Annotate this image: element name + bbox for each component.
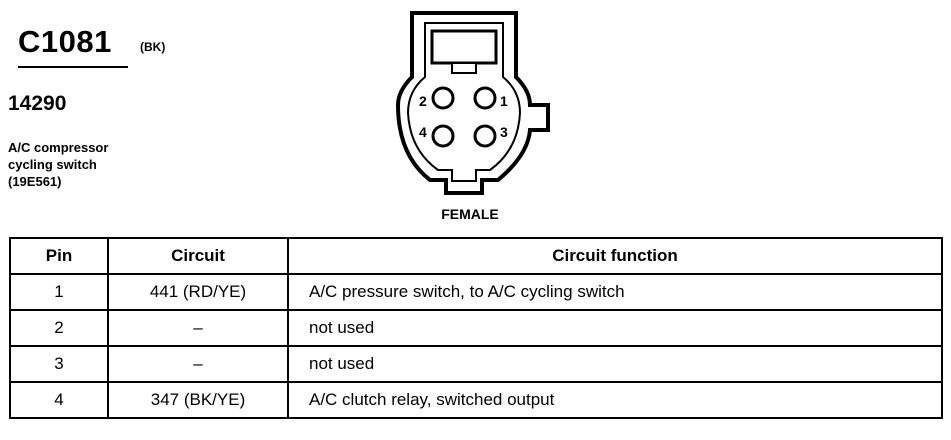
table-row: 3 – not used [9, 345, 943, 383]
pin-label-1: 1 [500, 93, 508, 109]
pin-label-4: 4 [419, 124, 427, 140]
table-row: 4 347 (BK/YE) A/C clutch relay, switched… [9, 381, 943, 419]
connector-id: C1081 [18, 24, 112, 59]
function-cell: A/C pressure switch, to A/C cycling swit… [287, 273, 943, 311]
pin-label-2: 2 [419, 93, 427, 109]
connector-housing-outline [395, 11, 550, 195]
pin-cell: 3 [9, 345, 109, 383]
description-line: A/C compressor [8, 140, 109, 155]
part-number: 14290 [8, 92, 67, 115]
circuit-cell: – [107, 345, 289, 383]
circuit-cell: 347 (BK/YE) [107, 381, 289, 419]
connector-color: (BK) [140, 40, 166, 54]
table-row: 2 – not used [9, 309, 943, 347]
function-cell: not used [287, 345, 943, 383]
connector-id-underline [18, 66, 128, 68]
function-cell: A/C clutch relay, switched output [287, 381, 943, 419]
pin-cell: 2 [9, 309, 109, 347]
header-circuit-function: Circuit function [287, 237, 943, 275]
description-line: cycling switch [8, 157, 97, 172]
header-circuit: Circuit [107, 237, 289, 275]
table-row: 1 441 (RD/YE) A/C pressure switch, to A/… [9, 273, 943, 311]
pin-4-socket [431, 124, 455, 148]
component-description: A/C compressor cycling switch (19E561) [8, 139, 108, 190]
connector-face-diagram: 2 1 4 3 [395, 11, 550, 195]
pin-cell: 1 [9, 273, 109, 311]
locking-tab [430, 29, 498, 65]
pin-2-socket [431, 86, 455, 110]
connector-gender-label: FEMALE [441, 206, 499, 222]
table-header-row: Pin Circuit Circuit function [9, 237, 943, 275]
function-cell: not used [287, 309, 943, 347]
header-pin: Pin [9, 237, 109, 275]
locking-tab-notch [451, 62, 477, 74]
pin-table: Pin Circuit Circuit function 1 441 (RD/Y… [9, 237, 943, 419]
pin-cell: 4 [9, 381, 109, 419]
circuit-cell: 441 (RD/YE) [107, 273, 289, 311]
pin-1-socket [473, 86, 497, 110]
description-line: (19E561) [8, 174, 62, 189]
circuit-cell: – [107, 309, 289, 347]
pin-label-3: 3 [500, 124, 508, 140]
connector-inner-outline [406, 22, 522, 182]
pin-3-socket [473, 124, 497, 148]
